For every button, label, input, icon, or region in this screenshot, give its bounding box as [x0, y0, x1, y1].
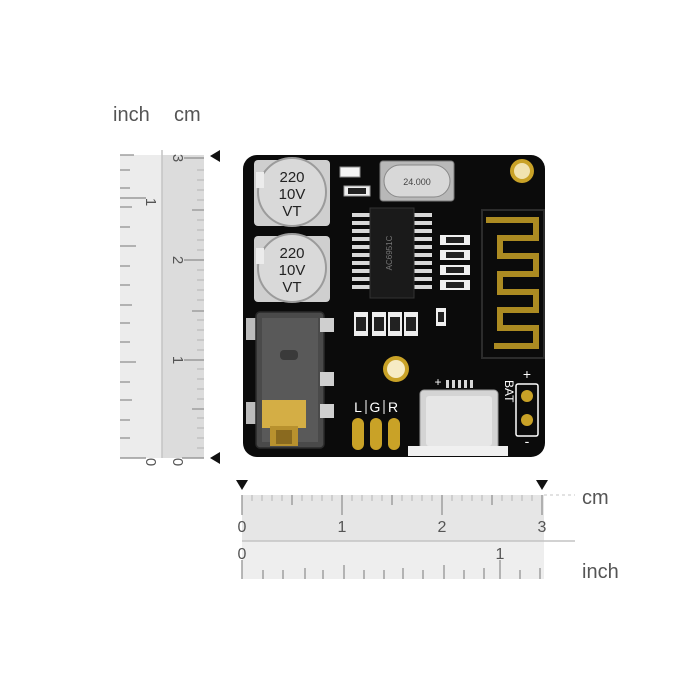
- bottom-components: [354, 312, 418, 336]
- v-cm-label-3: 3: [169, 154, 186, 162]
- h-cm-label-0: 0: [238, 519, 247, 536]
- vertical-ruler: 0 1 0 1 2 3: [120, 150, 220, 466]
- battery-terminals: BAT + -: [502, 366, 539, 449]
- bat-plus-label: +: [523, 366, 531, 382]
- v-cm-label-1: 1: [169, 356, 186, 364]
- cap-top-line3: VT: [282, 203, 301, 220]
- h-cm-label-3: 3: [538, 519, 547, 536]
- cap-bottom-line1: 220: [279, 245, 304, 262]
- horizontal-cm-unit: cm: [582, 487, 609, 509]
- v-bottom-marker-icon: [210, 452, 220, 464]
- v-cm-label-2: 2: [169, 256, 186, 264]
- antenna-trace: [481, 209, 545, 359]
- usb-plus-label: +: [434, 375, 441, 389]
- vertical-cm-unit: cm: [174, 104, 201, 126]
- horizontal-ruler: 0 1 2 3 0 1: [236, 480, 575, 579]
- cap-bottom-line3: VT: [282, 279, 301, 296]
- capacitor-top: 220 10V VT: [254, 157, 330, 227]
- vertical-inch-unit: inch: [113, 104, 150, 126]
- chip-label: AC6951C: [385, 235, 394, 270]
- v-cm-label-0: 0: [169, 458, 186, 466]
- crystal-oscillator: 24.000: [379, 160, 455, 202]
- pcb-board: 220 10V VT 220 10V VT 24.000: [243, 155, 545, 457]
- micro-usb-port: +: [408, 375, 508, 456]
- led-component: [339, 166, 361, 178]
- resistor-array: [436, 235, 470, 326]
- h-inch-label-0: 0: [238, 546, 247, 563]
- h-inch-label-1: 1: [496, 546, 505, 563]
- channel-label-r: R: [388, 399, 398, 415]
- cap-bottom-line2: 10V: [279, 262, 306, 279]
- crystal-label: 24.000: [403, 177, 431, 187]
- cap-top-line1: 220: [279, 169, 304, 186]
- channel-label-l: L: [354, 399, 362, 415]
- v-inch-label-0: 1: [142, 198, 159, 206]
- main-ic-chip: AC6951C: [352, 207, 432, 299]
- channel-label-g: G: [370, 399, 381, 415]
- capacitor-bottom: 220 10V VT: [254, 233, 330, 303]
- h-right-marker-icon: [536, 480, 548, 490]
- bat-minus-label: -: [525, 433, 530, 449]
- v-inch-label-1: 0: [142, 458, 159, 466]
- v-top-marker-icon: [210, 150, 220, 162]
- h-cm-label-2: 2: [438, 519, 447, 536]
- h-left-marker-icon: [236, 480, 248, 490]
- audio-jack: [246, 311, 334, 449]
- cap-top-line2: 10V: [279, 186, 306, 203]
- horizontal-inch-unit: inch: [582, 561, 619, 583]
- lgr-pads: L G R: [352, 399, 400, 450]
- h-cm-label-1: 1: [338, 519, 347, 536]
- bat-label: BAT: [502, 380, 516, 403]
